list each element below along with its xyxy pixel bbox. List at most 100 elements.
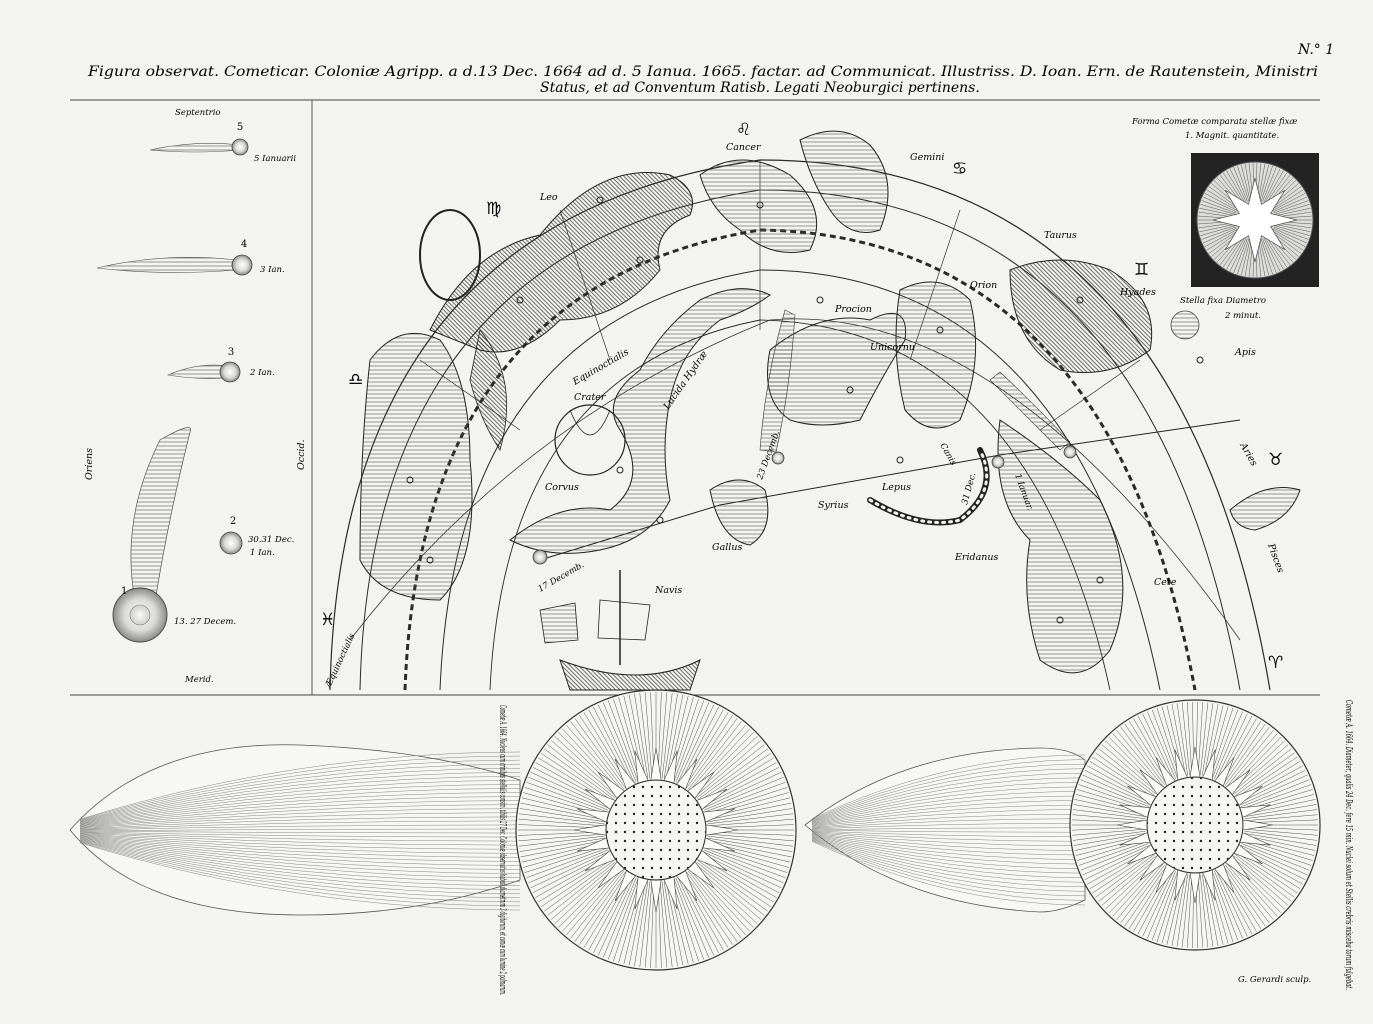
ray-line xyxy=(628,880,647,966)
ray-line xyxy=(1101,857,1158,906)
ray-line xyxy=(1258,163,1266,201)
ray-line xyxy=(1092,756,1154,798)
ray-line xyxy=(639,881,651,968)
ray-line xyxy=(1204,874,1219,946)
figure-crater xyxy=(554,404,626,476)
ray-line xyxy=(1226,237,1246,270)
ray-line xyxy=(639,692,651,779)
ray-line xyxy=(1202,196,1237,213)
tail-line xyxy=(811,831,1086,842)
ray-line xyxy=(1259,164,1270,201)
figure-cancer xyxy=(699,159,818,253)
ray-line xyxy=(1273,200,1309,214)
tail-line xyxy=(811,838,1086,892)
figure-taurus xyxy=(1009,259,1153,373)
ray-line xyxy=(1237,165,1250,202)
ray-line xyxy=(1236,756,1298,798)
ray-line xyxy=(1084,847,1151,880)
ray-line xyxy=(707,833,794,842)
ray-line xyxy=(1240,774,1308,805)
ray-line xyxy=(1197,874,1203,948)
ray-line xyxy=(570,721,625,790)
ray-line xyxy=(544,748,615,800)
ray-line xyxy=(697,748,768,800)
tail-line xyxy=(811,800,1086,826)
tail-line xyxy=(79,841,521,903)
figure-comet-tail-sky xyxy=(759,309,1071,453)
ray-line xyxy=(707,818,794,827)
sign-cancer: ♋ xyxy=(952,159,967,179)
ray-line xyxy=(1202,703,1214,776)
label-taurus: Taurus xyxy=(1044,230,1077,241)
ray-line xyxy=(1240,239,1251,276)
comet-4-number: 4 xyxy=(241,239,247,250)
ray-line xyxy=(1226,730,1274,787)
ray-line xyxy=(1199,702,1209,776)
ray-line xyxy=(1214,711,1243,780)
ray-line xyxy=(1072,809,1146,819)
ray-line xyxy=(519,808,605,823)
ray-line xyxy=(1112,861,1162,917)
ray-line xyxy=(684,873,733,945)
ray-line xyxy=(1142,713,1174,780)
ray-line xyxy=(526,782,608,813)
ray-line xyxy=(566,724,623,791)
ray-line xyxy=(1234,748,1292,795)
ray-line xyxy=(518,818,605,827)
tail-hatching-right xyxy=(811,754,1086,906)
ray-line xyxy=(532,767,610,807)
ray-line xyxy=(695,863,762,920)
tail-line xyxy=(811,772,1086,822)
ray-line xyxy=(608,700,639,782)
ray-line xyxy=(1116,863,1164,920)
ray-line xyxy=(699,753,771,802)
ray-line xyxy=(1241,843,1310,871)
ray-line xyxy=(1210,872,1234,943)
ray-line xyxy=(593,876,633,954)
ray-line xyxy=(1072,828,1146,836)
ray-line xyxy=(613,879,641,962)
tail-line xyxy=(811,786,1086,824)
tail-line xyxy=(811,754,1086,819)
star-field xyxy=(406,196,1204,624)
ray-line xyxy=(524,845,607,873)
figure-orion xyxy=(895,281,977,429)
ray-line xyxy=(1147,711,1176,780)
ray-line xyxy=(1176,703,1188,776)
tail-line xyxy=(811,809,1086,828)
ray-line xyxy=(1273,226,1309,240)
tail-line xyxy=(79,804,521,828)
ray-line xyxy=(1244,163,1252,201)
ray-line xyxy=(518,813,605,825)
ray-line xyxy=(1098,748,1156,795)
ray-line xyxy=(663,693,678,779)
ray-line xyxy=(1200,204,1236,215)
nucleus-left xyxy=(605,779,707,881)
ray-line xyxy=(1176,874,1188,947)
tail-line xyxy=(79,837,521,878)
ray-line xyxy=(1214,870,1243,939)
ray-line xyxy=(689,724,746,791)
tail-line xyxy=(79,834,521,858)
tail-line xyxy=(811,836,1086,874)
comet-4: 4 3 Ian. xyxy=(96,239,285,276)
ray-line xyxy=(1225,864,1270,924)
figure-ship-navis xyxy=(539,570,701,691)
label-leo: Leo xyxy=(539,192,558,203)
ray-line xyxy=(702,767,780,807)
tail-line xyxy=(811,834,1086,865)
inset-caption-2: 1. Magnit. quantitate. xyxy=(1185,131,1279,141)
ray-line xyxy=(1204,229,1238,247)
ray-line xyxy=(679,876,719,954)
comet-3: 3 2 Ian. xyxy=(166,347,275,383)
ray-line xyxy=(659,881,668,968)
sign-pisces: ♓ xyxy=(320,610,335,630)
ray-line xyxy=(550,863,617,920)
ray-line xyxy=(1216,713,1248,780)
ray-line xyxy=(1234,855,1292,902)
ray-line xyxy=(1073,833,1146,846)
comet-3-date: 2 Ian. xyxy=(249,368,275,378)
ray-line xyxy=(1262,167,1277,202)
ray-line xyxy=(703,849,784,884)
ray-line xyxy=(1202,227,1237,244)
